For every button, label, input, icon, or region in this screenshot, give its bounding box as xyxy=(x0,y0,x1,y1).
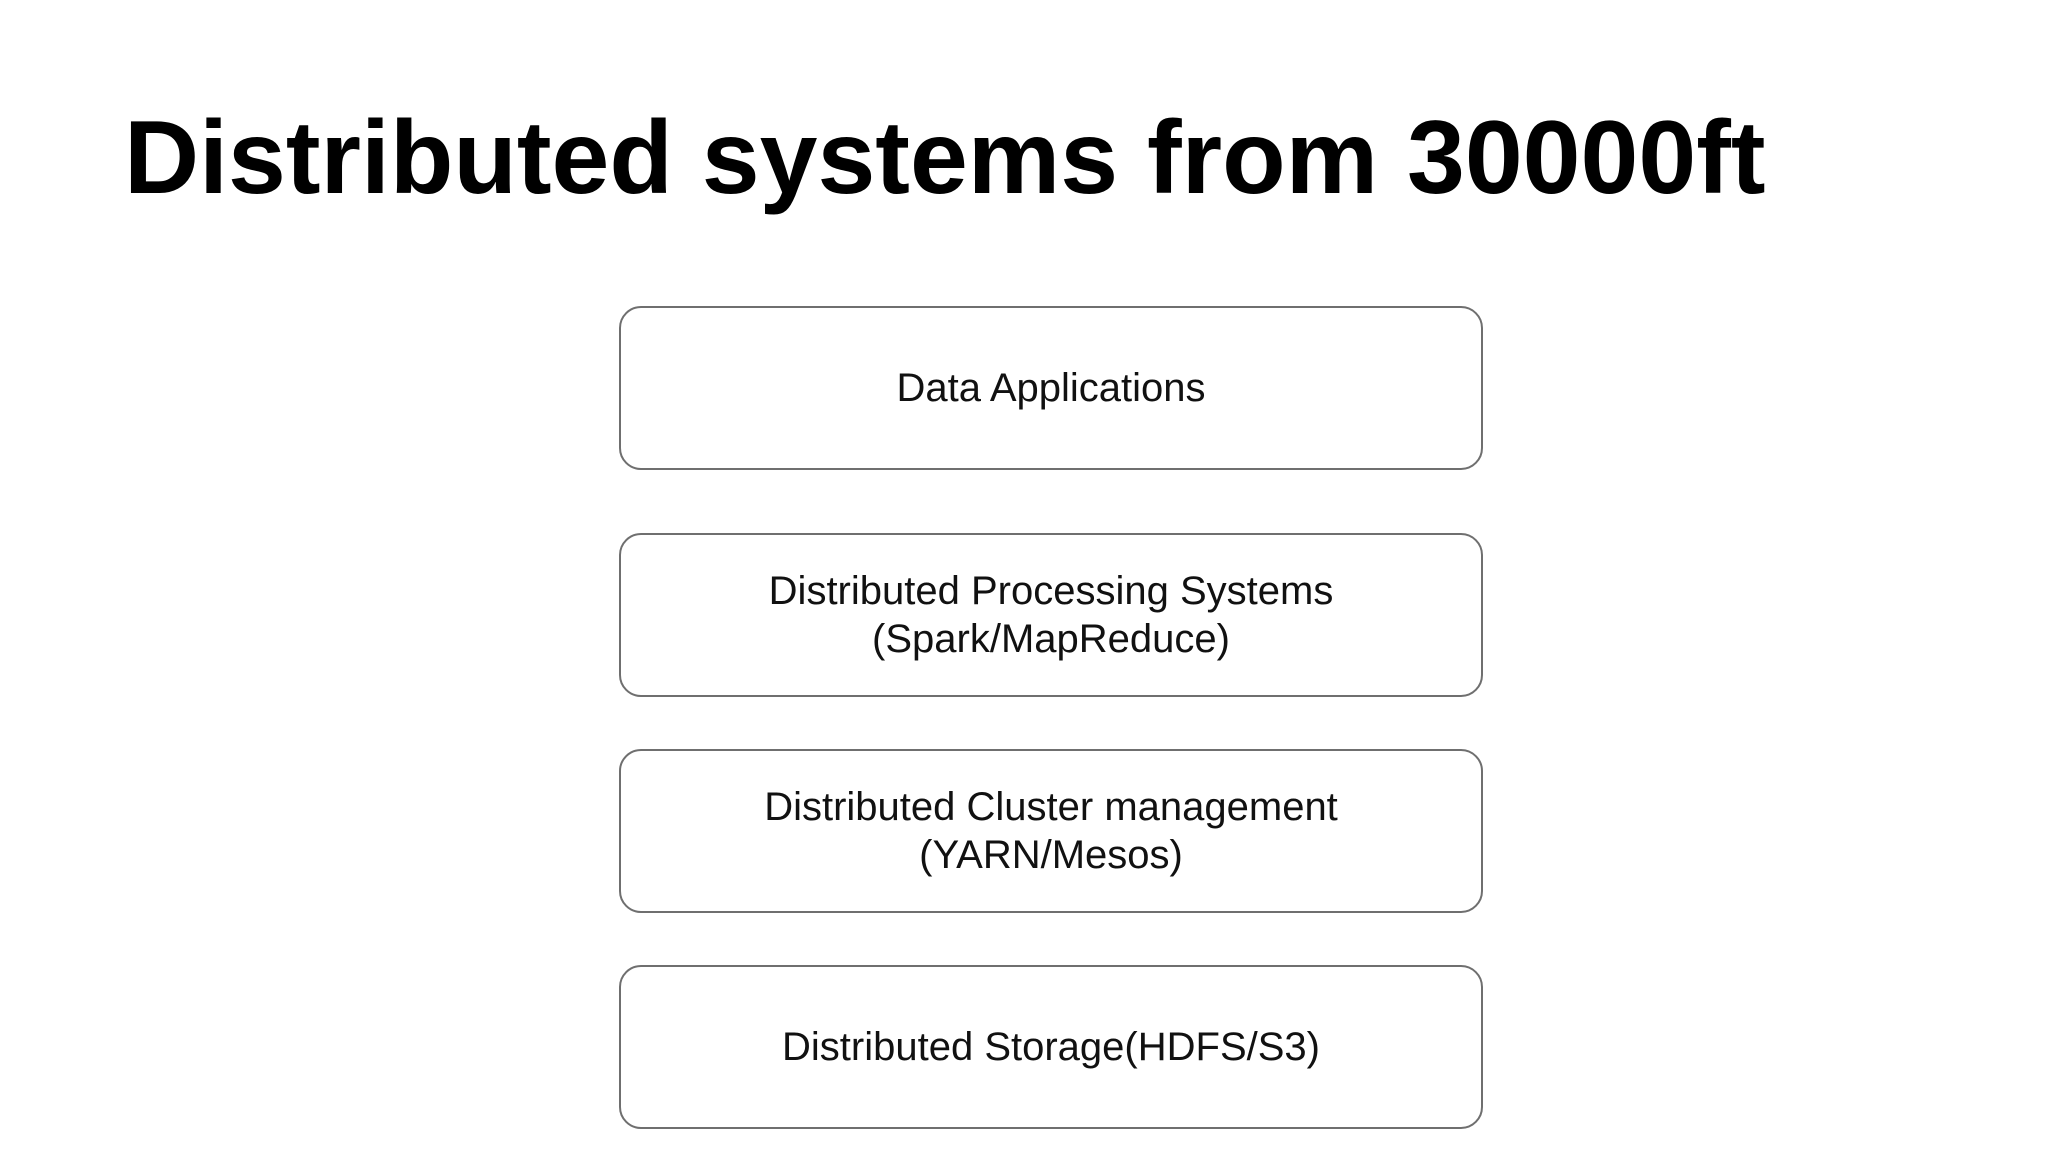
layer-box-processing-systems: Distributed Processing Systems (Spark/Ma… xyxy=(619,533,1483,697)
layer-label-cluster-management: Distributed Cluster management (YARN/Mes… xyxy=(764,785,1338,877)
layer-box-distributed-storage: Distributed Storage(HDFS/S3) xyxy=(619,965,1483,1129)
layer-box-data-applications: Data Applications xyxy=(619,306,1483,470)
layer-box-cluster-management: Distributed Cluster management (YARN/Mes… xyxy=(619,749,1483,913)
layer-label-processing-systems: Distributed Processing Systems (Spark/Ma… xyxy=(768,569,1334,661)
slide-title: Distributed systems from 30000ft xyxy=(124,100,1766,216)
layer-label-data-applications: Data Applications xyxy=(896,366,1206,410)
layer-label-distributed-storage: Distributed Storage(HDFS/S3) xyxy=(782,1025,1320,1069)
